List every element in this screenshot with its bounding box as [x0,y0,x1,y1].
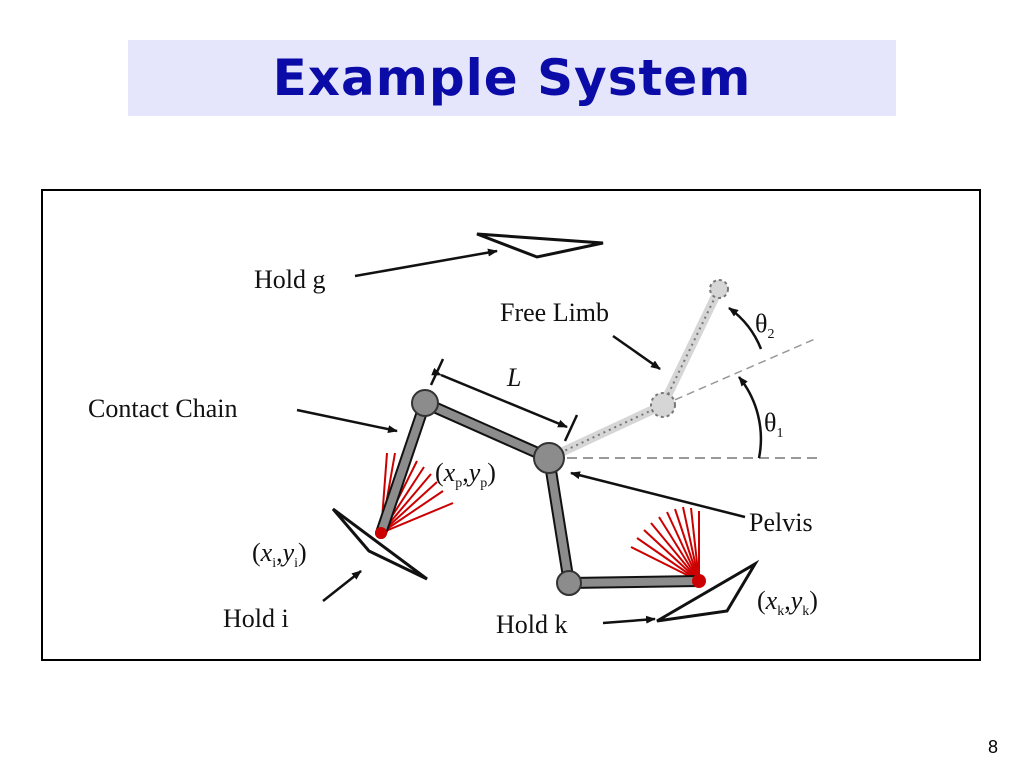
force-lines-hold-k [630,506,700,582]
free-limb-end [709,279,729,299]
climbing-robot-diagram: Hold g Free Limb θ2 θ1 L Contact Chain (… [88,232,823,639]
page-number: 8 [987,737,998,757]
slide-title: Example System [272,49,752,107]
length-tick-right [563,414,579,442]
theta1-arc [738,376,763,459]
hold-k-position-label: (xk,yk) [757,586,818,619]
hold-k-label: Hold k [496,610,568,639]
free-limb-extension-line [662,338,816,406]
hold-k-knee-joint [556,570,582,596]
length-dimension-line [431,367,568,429]
hold-g-label: Hold g [254,265,326,294]
hold-i-shape [331,507,428,581]
title-band: Example System [128,40,896,116]
contact-chain-joint [411,389,439,417]
figure-frame: Hold g Free Limb θ2 θ1 L Contact Chain (… [41,189,981,661]
pelvis-joint [533,442,565,474]
hold-k-contact [692,574,706,588]
free-limb-joint [650,392,676,418]
hold-g-arrow [354,248,498,278]
contact-chain-arrow [296,408,398,434]
hold-i-position-label: (xi,yi) [252,538,307,571]
pelvis-label: Pelvis [749,508,813,537]
theta2-label: θ2 [755,309,774,342]
pelvis-arrow [570,471,746,519]
free-limb-label: Free Limb [500,298,609,327]
free-limb-arrow [612,334,661,371]
theta2-arc [728,306,763,350]
contact-chain-label: Contact Chain [88,394,237,423]
theta1-label: θ1 [764,408,783,441]
hold-i-label: Hold i [223,604,289,633]
length-label: L [506,363,521,392]
hold-i-contact [375,527,387,539]
length-tick-left [429,358,445,386]
hold-k-arrow [602,615,656,625]
hold-i-arrow [322,570,362,602]
hold-g-shape [476,232,604,259]
pelvis-position-label: (xp,yp) [435,458,496,491]
hold-k-shape [656,559,760,623]
free-limb [544,279,729,463]
